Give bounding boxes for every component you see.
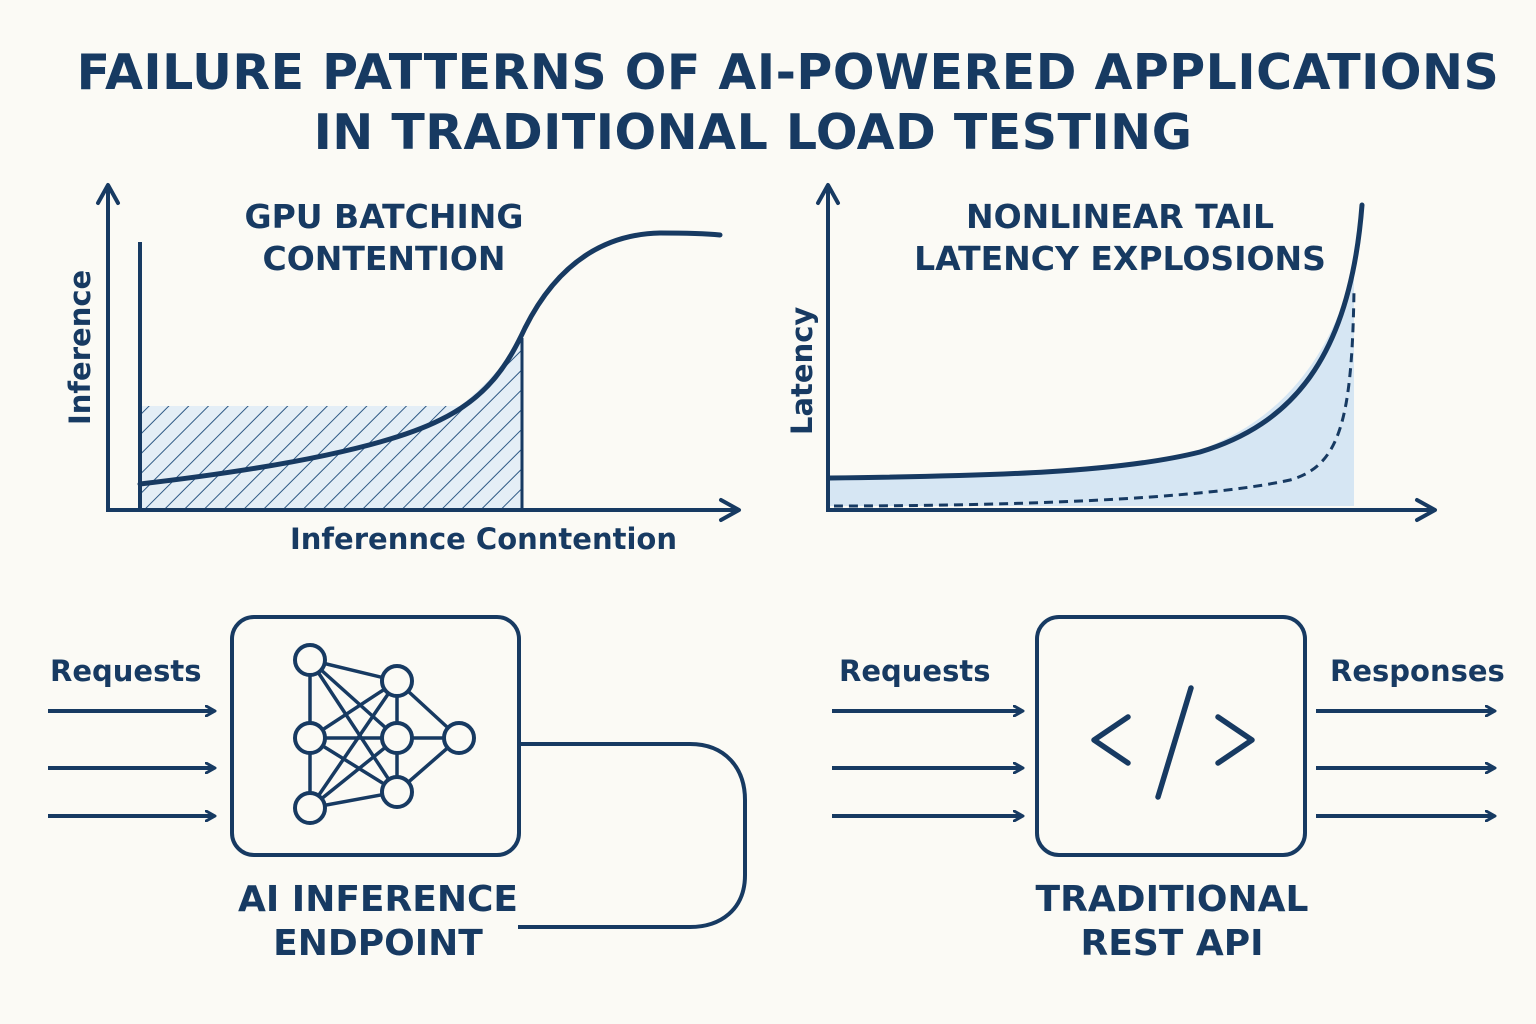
latency-tail-curve [827, 202, 1365, 481]
rest-api-box [1035, 615, 1307, 857]
neural-network-icon [293, 643, 476, 825]
ai-inference-endpoint-diagram [48, 615, 747, 929]
gpu-throughput-curve [137, 230, 723, 487]
code-icon [1091, 685, 1255, 800]
latency-y-axis-label: Latency [785, 306, 819, 435]
ai-endpoint-title-line-1: AI INFERENCE [238, 879, 518, 920]
rest-api-title-line-1: TRADITIONAL [1035, 879, 1309, 920]
gpu-chart-title-line-1: GPU BATCHING [244, 197, 524, 236]
gpu-chart-title-line-2: CONTENTION [262, 239, 506, 278]
latency-chart-title: NONLINEAR TAIL LATENCY EXPLOSIONS [900, 196, 1340, 280]
gpu-contention-hatched-area [140, 338, 522, 510]
latency-baseline-dashed-curve [833, 289, 1356, 508]
gpu-x-axis-label: Inferennce Conntention [290, 522, 677, 556]
page-title-line-1: FAILURE PATTERNS OF AI-POWERED APPLICATI… [76, 44, 1500, 101]
ai-requests-label: Requests [50, 654, 202, 688]
ai-feedback-loop-connector [518, 742, 747, 929]
rest-api-diagram [832, 615, 1494, 857]
rest-api-title: TRADITIONAL REST API [1012, 878, 1332, 966]
gpu-chart-title: GPU BATCHING CONTENTION [214, 196, 554, 280]
page-title-line-2: IN TRADITIONAL LOAD TESTING [313, 104, 1193, 161]
rest-requests-label: Requests [839, 654, 991, 688]
gpu-batching-chart [96, 183, 741, 522]
latency-chart [816, 183, 1437, 522]
latency-chart-title-line-1: NONLINEAR TAIL [966, 197, 1274, 236]
latency-chart-title-line-2: LATENCY EXPLOSIONS [914, 239, 1326, 278]
ai-endpoint-box [230, 615, 521, 857]
rest-responses-label: Responses [1330, 654, 1505, 688]
gpu-y-axis-label: Inference [63, 269, 97, 425]
ai-endpoint-title: AI INFERENCE ENDPOINT [228, 878, 528, 966]
rest-api-title-line-2: REST API [1080, 923, 1264, 964]
ai-endpoint-title-line-2: ENDPOINT [273, 923, 483, 964]
